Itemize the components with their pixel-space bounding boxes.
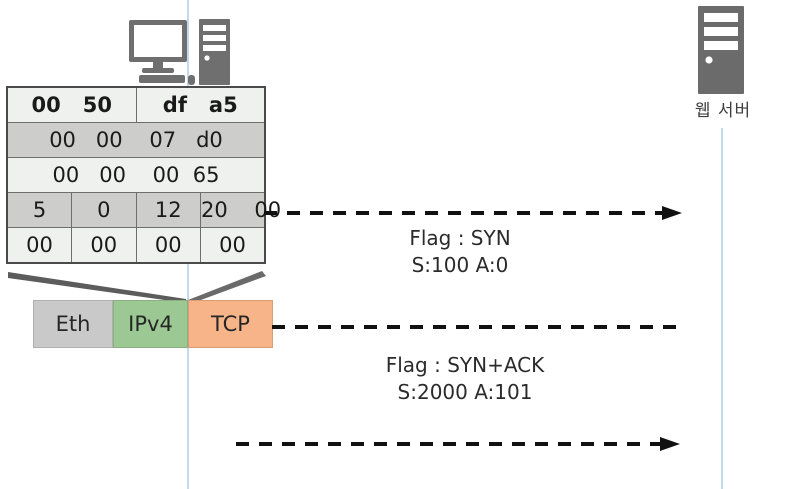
message-label-syn-ack: Flag : SYN+ACK S:2000 A:101 [340,352,590,406]
hex-cell: 12 [135,192,201,228]
protocol-box-ipv4[interactable]: IPv4 [113,300,188,348]
message-label-syn: Flag : SYN S:100 A:0 [345,225,575,279]
message-flag-syn: Flag : SYN [409,226,511,250]
protocol-stack: Eth IPv4 TCP [33,300,273,348]
hex-cell: df a5 [135,86,266,123]
hex-cell: 00 [200,227,266,264]
hex-cell: 0 [71,192,137,228]
hex-cell: 00 [71,227,137,264]
message-flag-syn-ack: Flag : SYN+ACK [385,353,545,377]
hex-table-row: 00 00 00 65 [6,157,266,193]
hex-cell: 00 [135,227,201,264]
callout-connector-lines [8,271,266,304]
hex-cell: 00 00 00 65 [6,157,266,193]
hex-cell: 00 [6,227,72,264]
hex-cell: 20 00 [200,192,281,228]
server-label: 웹 서버 [694,101,752,121]
protocol-box-tcp[interactable]: TCP [188,300,273,348]
message-arrow-ack [236,437,680,451]
hex-cell: 00 00 07 d0 [6,122,266,158]
server-tower-icon [698,6,744,94]
server-lifeline [721,128,723,489]
message-seq-syn-ack: S:2000 A:101 [397,380,533,404]
message-seq-syn: S:100 A:0 [411,253,509,277]
hex-cell: 00 50 [6,86,137,123]
protocol-box-eth[interactable]: Eth [33,300,113,348]
message-arrow-syn-ack [272,325,682,329]
hex-cell: 5 [6,192,72,228]
desktop-computer-icon [129,19,230,85]
message-arrow-syn [264,206,682,220]
hex-table-row: 00 00 07 d0 [6,122,266,158]
